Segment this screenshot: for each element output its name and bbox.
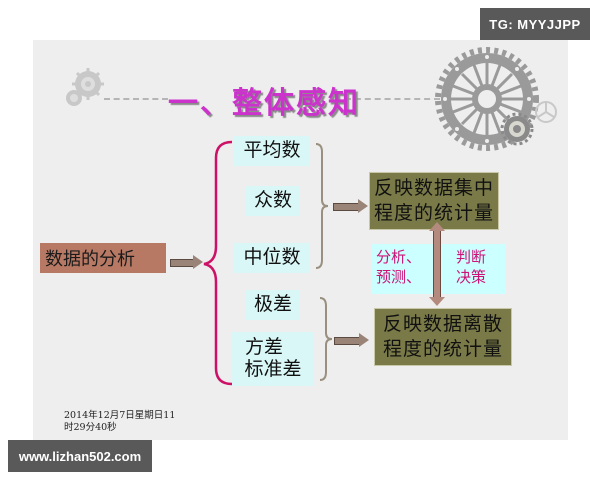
result-central-line1: 反映数据集中: [373, 177, 494, 200]
watermark-badge-site: www.lizhan502.com: [8, 440, 152, 472]
result-dispersion-line1: 反映数据离散: [382, 313, 503, 336]
timestamp-line2: 时29分40秒: [64, 421, 117, 433]
slide-timestamp: 2014年12月7日星期日11 时29分40秒: [64, 410, 175, 434]
small-dark-gear-icon: [500, 112, 534, 146]
item-variance-stddev: 方差 标准差: [232, 332, 314, 386]
main-brace-icon: [203, 140, 233, 386]
brace-dispersion-icon: [319, 297, 333, 381]
result-dispersion-line2: 程度的统计量: [382, 338, 503, 360]
item-range: 极差: [246, 290, 300, 320]
item-stddev: 标准差: [244, 358, 302, 380]
item-variance: 方差: [244, 336, 283, 359]
note-predict: 预测、: [376, 268, 422, 287]
middle-note-right: 判断 决策: [456, 247, 486, 288]
arrow-central-to-result: [333, 199, 368, 213]
double-arrow-vertical: [429, 222, 445, 306]
slide-title: 一、整体感知: [168, 86, 360, 121]
middle-note-left: 分析、 预测、: [376, 247, 421, 288]
result-dispersion: 反映数据离散 程度的统计量: [374, 308, 512, 366]
note-decide: 决策: [456, 268, 487, 287]
arrow-dispersion-to-result: [334, 333, 369, 347]
arrow-root-to-brace: [170, 255, 203, 269]
watermark-badge-tg: TG: MYYJJPP: [480, 8, 590, 40]
note-analyze: 分析、: [376, 248, 422, 266]
root-node-data-analysis: 数据的分析: [40, 243, 166, 273]
result-central-tendency: 反映数据集中 程度的统计量: [369, 172, 499, 230]
result-central-line2: 程度的统计量: [373, 202, 494, 224]
brace-central-icon: [315, 143, 329, 269]
small-gear-icon: [66, 68, 104, 106]
item-mean: 平均数: [234, 136, 310, 166]
outline-gear-icon: [535, 101, 557, 123]
title-dashed-line-right: [345, 98, 440, 100]
item-mode: 众数: [246, 186, 300, 216]
timestamp-line1: 2014年12月7日星期日11: [64, 410, 176, 421]
title-dashed-line-left: [104, 98, 168, 100]
note-judge: 判断: [456, 248, 487, 266]
item-median: 中位数: [234, 243, 310, 273]
